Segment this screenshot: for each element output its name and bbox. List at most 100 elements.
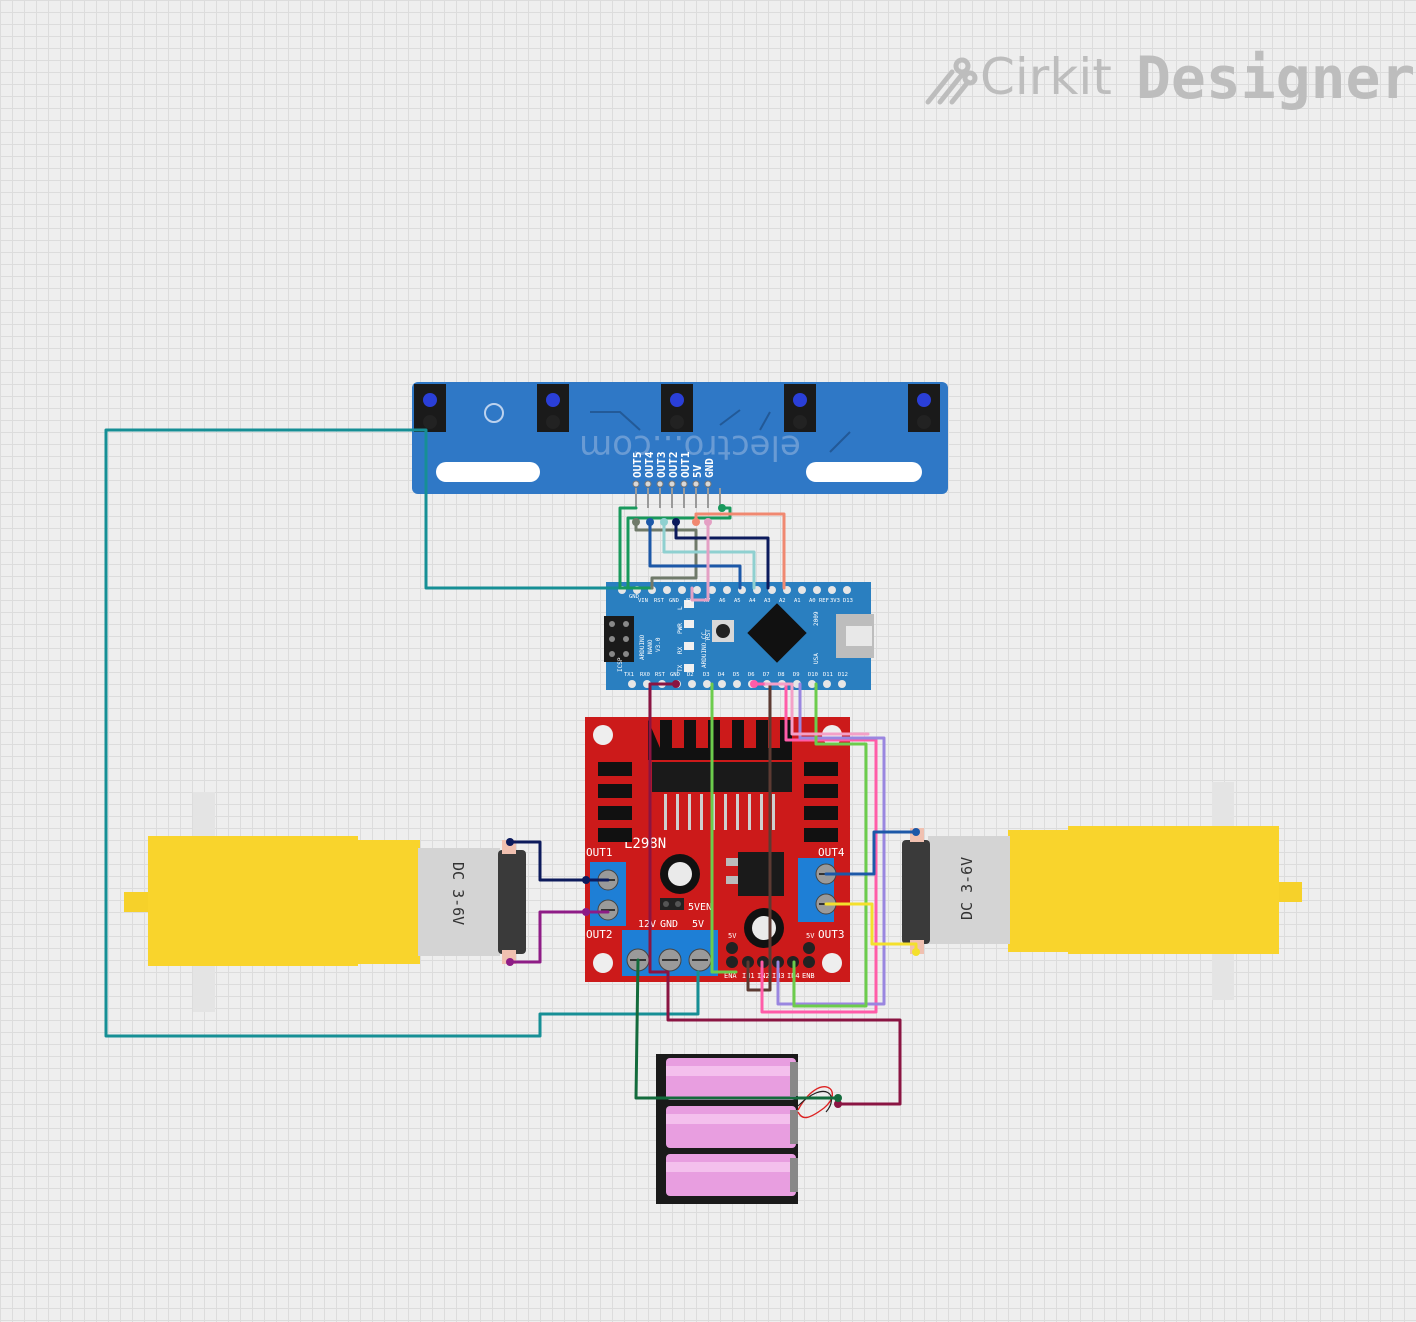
pin-label: D6 [748,672,755,678]
ctrl-pin-label: ENA [724,972,737,980]
led-pwr-label: PWR [677,623,684,634]
usa-label: USA [813,653,820,664]
ctrl-pin-label: ENB [802,972,815,980]
pin-label: REF [819,598,829,604]
brand-name: Cirkit [980,48,1112,106]
battery-pack[interactable] [656,1054,834,1204]
jumper-label: 5VEN [688,902,712,913]
wire-gray [634,520,698,590]
out3-label: OUT3 [818,928,845,941]
arduino-name: V3.0 [655,637,662,652]
out4-label: OUT4 [818,846,845,859]
pin-label: D3 [703,672,710,678]
led-rx-label: RX [677,646,684,654]
wire-yellow-motor-right [824,902,918,954]
ir-sensor-array[interactable]: electro...com OUT5 OUT4 OUT3 OUT2 OUT1 5… [412,382,948,508]
sensor-header-pins[interactable] [632,480,712,488]
battery-cell [666,1154,796,1196]
led-l-label: L [677,606,684,610]
sensor-pin-label: OUT3 [655,452,668,479]
battery-cell [666,1058,796,1100]
sensor-pin-label: GND [703,458,716,478]
out3-out4-terminal[interactable] [798,858,837,922]
cirkit-logo-icon [925,57,978,105]
pin-label: D2 [687,672,694,678]
arduino-name: ARDUINO [639,634,646,660]
arduino-cc-label: ARDUINO.CC [701,631,708,668]
pin-label: A2 [779,598,786,604]
out1-out2-terminal[interactable] [590,862,626,926]
wire-lavender [776,682,886,1006]
right-dc-motor[interactable]: DC 3-6V [902,782,1302,1000]
arduino-name: NANO [647,639,654,654]
sensor-board-text: electro...com [579,427,801,467]
pin-label: RX0 [640,672,650,678]
ir-sensor-3 [661,384,693,432]
ir-sensor-4 [784,384,816,432]
pin-label: D4 [718,672,725,678]
l298n-motor-driver[interactable]: L298N [585,717,850,982]
top-pin-row[interactable] [616,586,860,596]
wire-pink-2 [764,682,870,736]
rst-label: RST [705,629,712,640]
sensor-pin-label: OUT1 [679,451,692,478]
pin-label: D13 [843,598,853,604]
left-motor-label: DC 3-6V [449,862,467,925]
battery-cell [666,1106,796,1148]
brand-logo: Cirkit Designer [922,44,1415,114]
pin-label: A1 [794,598,801,604]
pin-label: TX1 [624,672,634,678]
pin-label: D7 [763,672,770,678]
ir-sensor-1 [414,384,446,432]
wire-navy-motor-left [508,840,610,882]
pin-label: D11 [823,672,833,678]
wire-pink-light [690,520,710,602]
left-dc-motor[interactable]: DC 3-6V [124,792,526,1012]
wire-brown [746,682,772,992]
wire-darkgreen [634,958,840,1100]
ir-sensor-2 [537,384,569,432]
five-v-right-label: 5V [806,932,815,940]
pin-label: A5 [734,598,741,604]
icsp-label: ICSP [617,657,624,672]
wire-teal-5v [104,428,700,1038]
pin-label: RST [655,672,666,678]
wire-blue-motor-right [824,830,918,876]
power-label-gnd: GND [660,919,678,930]
sensor-pin-label: OUT2 [667,452,680,479]
wire-navy [674,520,770,590]
arduino-nano[interactable]: GND VIN RST GND 5V A7 A6 A5 A4 A3 A2 A1 … [604,582,874,690]
driver-chip-label: L298N [624,836,666,852]
pin-label: D10 [808,672,818,678]
wire-purple-motor-left [508,910,610,964]
wire-teal-vin [416,428,624,590]
wire-endpoints [506,504,920,1108]
pin-label: D9 [793,672,800,678]
power-label-5v: 5V [692,919,704,930]
power-terminal[interactable] [622,930,718,976]
pin-label: A6 [719,598,726,604]
pin-label: GND [670,672,680,678]
sensor-pin-label: OUT4 [643,451,656,478]
sensor-traces [590,409,851,453]
ir-sensor-5 [908,384,940,432]
sensor-pin-label: 5V [691,464,704,478]
pin-label: D5 [733,672,740,678]
battery-leads [797,1086,834,1119]
out2-label: OUT2 [586,928,613,941]
wire-maroon [648,682,902,1106]
pin-label: RST [654,598,665,604]
wire-blue [648,520,742,590]
year-label: 2009 [813,611,820,626]
pin-label: GND [629,594,639,600]
mcu-chip [747,603,807,663]
bottom-pin-row[interactable] [628,680,846,688]
pin-label: A3 [764,598,771,604]
wire-lime [710,682,738,974]
five-v-left-label: 5V [728,932,737,940]
pin-label: A4 [749,598,756,604]
out1-label: OUT1 [586,846,613,859]
right-motor-label: DC 3-6V [958,857,976,920]
